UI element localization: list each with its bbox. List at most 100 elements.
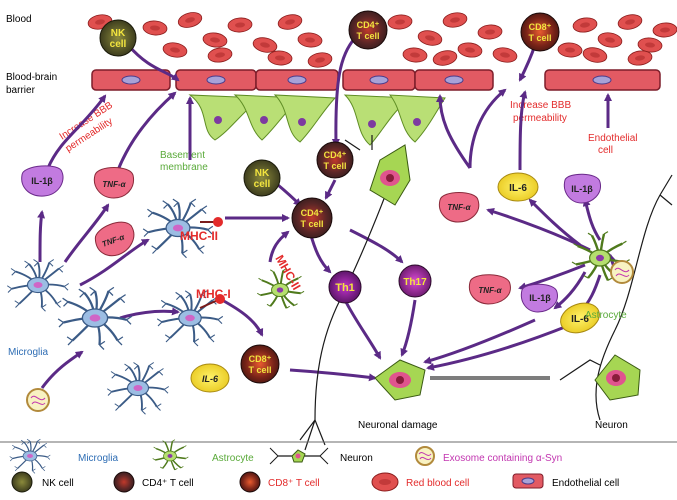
red-blood-cell — [297, 32, 323, 48]
nk-cell-blood: NK cell — [99, 19, 137, 57]
il6-right-top: IL-6 — [497, 172, 539, 202]
astrocyte-mhc2 — [256, 268, 305, 309]
svg-text:TNF-α: TNF-α — [102, 180, 126, 189]
th17-cell: Th17 — [398, 264, 432, 298]
svg-text:CD4⁺: CD4⁺ — [324, 150, 347, 160]
microglia-mhc2 — [142, 198, 214, 259]
svg-text:Th1: Th1 — [335, 282, 355, 294]
red-blood-cell — [207, 47, 233, 63]
il1b-left: IL-1β — [21, 165, 64, 197]
tnfa-left-top: TNF-α — [93, 167, 135, 199]
svg-text:Astrocyte: Astrocyte — [212, 453, 254, 464]
exosome-right — [610, 260, 634, 284]
svg-text:T cell: T cell — [356, 31, 379, 41]
svg-text:IL-1β: IL-1β — [31, 176, 53, 186]
microglia-cell — [6, 259, 70, 312]
neuronal-damage-label: Neuronal damage — [358, 420, 438, 431]
th1-cell: Th1 — [328, 270, 362, 304]
legend-rbc: Red blood cell — [371, 472, 469, 492]
svg-text:CD8⁺: CD8⁺ — [529, 22, 552, 32]
svg-text:CD4⁺: CD4⁺ — [357, 20, 380, 30]
legend-cd4-icon — [113, 471, 135, 493]
svg-text:IL-6: IL-6 — [202, 374, 219, 384]
neuron-right — [594, 354, 641, 401]
svg-text:cell: cell — [254, 179, 271, 190]
cd8-t-cell-blood: CD8⁺ T cell — [520, 12, 560, 52]
microglia-activated — [57, 286, 133, 350]
blood-label: Blood — [6, 14, 32, 25]
svg-text:Red blood cell: Red blood cell — [406, 478, 469, 489]
astrocyte-cells — [256, 231, 630, 309]
legend-endothelial: Endothelial cell — [512, 473, 619, 489]
mhc2-receptor — [200, 217, 223, 227]
mhc1-label: MHC-I — [196, 287, 231, 301]
svg-text:CD8⁺ T cell: CD8⁺ T cell — [268, 478, 320, 489]
red-blood-cell — [307, 52, 333, 68]
red-blood-cell — [492, 47, 518, 63]
legend-cd8: CD8⁺ T cell — [239, 471, 320, 493]
svg-text:NK: NK — [255, 168, 270, 179]
endothelial-layer — [91, 69, 661, 91]
tnfa-left-mid: TNF-α — [94, 221, 135, 257]
red-blood-cell — [582, 47, 608, 63]
legend-nk: NK cell — [11, 471, 74, 493]
svg-text:NK: NK — [111, 28, 126, 39]
cd8-t-cell-brain: CD8⁺ T cell — [240, 344, 280, 384]
increase-bbb-right-line1: Increase BBB — [510, 100, 571, 111]
basement-label-line1: Basement — [160, 150, 205, 161]
red-blood-cell — [617, 14, 643, 30]
neuron-top — [369, 144, 411, 206]
neuron-damaged — [374, 359, 426, 401]
red-blood-cell — [457, 42, 483, 58]
legend-exosome-icon — [415, 446, 435, 466]
svg-text:Th17: Th17 — [403, 277, 427, 288]
il6-left: IL-6 — [190, 363, 230, 393]
bbb-label-line1: Blood-brain — [6, 72, 57, 83]
red-blood-cell — [162, 42, 188, 58]
tnfa-right-top: TNF-α — [438, 192, 480, 223]
svg-text:CD4⁺: CD4⁺ — [301, 208, 324, 218]
svg-text:CD8⁺: CD8⁺ — [249, 354, 272, 364]
svg-text:TNF-α: TNF-α — [478, 286, 502, 295]
svg-text:T cell: T cell — [323, 161, 346, 171]
red-blood-cell — [417, 30, 443, 46]
red-blood-cell — [267, 50, 293, 66]
il1b-right-top: IL-1β — [563, 173, 601, 204]
svg-text:CD4⁺ T cell: CD4⁺ T cell — [142, 478, 194, 489]
nk-cell-brain: NK cell — [243, 159, 281, 197]
legend-cd8-icon — [239, 471, 261, 493]
microglia-cell — [106, 362, 170, 415]
red-blood-cell — [202, 32, 228, 48]
exosome-left — [26, 388, 50, 412]
red-blood-cell — [572, 17, 598, 33]
basement-astrocytes — [188, 94, 446, 146]
microglia-label: Microglia — [8, 347, 48, 358]
microglia-mhc1 — [156, 290, 224, 347]
arrows — [37, 37, 622, 389]
red-blood-cell — [227, 17, 253, 33]
red-blood-cell — [627, 50, 653, 66]
astrocyte-legend-shape — [152, 439, 189, 471]
astrocyte-right — [571, 231, 630, 281]
red-blood-cell — [177, 12, 203, 28]
red-blood-cell — [442, 12, 468, 28]
neuron-label: Neuron — [595, 420, 628, 431]
red-blood-cell — [637, 37, 663, 53]
svg-text:IL-6: IL-6 — [571, 314, 589, 325]
legend-microglia: Microglia — [9, 438, 118, 474]
red-blood-cell — [652, 22, 677, 38]
svg-text:Neuron: Neuron — [340, 453, 373, 464]
svg-text:Endothelial cell: Endothelial cell — [552, 478, 619, 489]
svg-text:T cell: T cell — [248, 365, 271, 375]
il6-right-bottom: IL-6 — [560, 302, 600, 334]
il1b-right-bottom: IL-1β — [520, 283, 558, 313]
mhc1-receptor — [199, 294, 225, 309]
svg-text:Microglia: Microglia — [78, 453, 118, 464]
bbb-label-line2: barrier — [6, 85, 36, 96]
legend-exosome: Exosome containing α-Syn — [415, 446, 562, 466]
cd4-t-cell-activated: CD4⁺ T cell — [291, 197, 333, 239]
legend-cd4: CD4⁺ T cell — [113, 471, 194, 493]
basement-label-line2: membrane — [160, 162, 208, 173]
red-blood-cell — [557, 42, 583, 58]
red-blood-cell — [142, 20, 168, 36]
